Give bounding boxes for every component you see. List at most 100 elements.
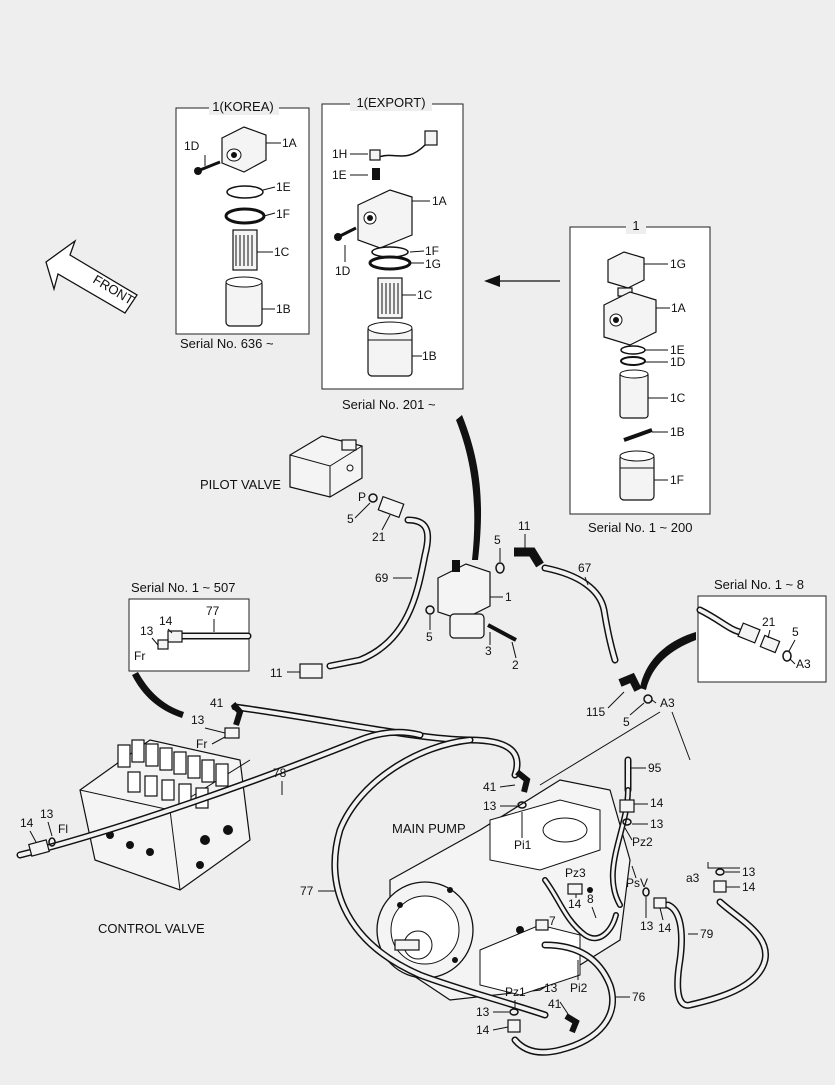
callout-115: 115: [586, 705, 605, 719]
group-export: 1(EXPORT): [321, 95, 464, 412]
callout-5-right: 5: [623, 715, 630, 729]
callout-13-a3: 13: [742, 865, 756, 879]
callout-Fr-left: Fr: [196, 737, 207, 751]
label-1F-base: 1F: [670, 473, 684, 487]
solenoid-coil-base: [603, 291, 657, 346]
callout-14-Pz3: 14: [568, 897, 582, 911]
pilot-valve-label: PILOT VALVE: [200, 477, 281, 492]
callout-5-left: 5: [426, 630, 433, 644]
label-1A-export: 1A: [432, 194, 447, 208]
callout-41-pump: 41: [483, 780, 497, 794]
callout-14-a3: 14: [742, 880, 756, 894]
callout-11-pilot: 11: [270, 666, 283, 680]
detail-left-77: 77: [206, 604, 220, 618]
callout-A3: A3: [660, 696, 675, 710]
label-1G-base: 1G: [670, 257, 686, 271]
callout-13-Fl: 13: [40, 807, 54, 821]
filter-element-korea: [232, 229, 258, 271]
label-1A-korea: 1A: [282, 136, 297, 150]
main-pump: MAIN PUMP: [376, 779, 631, 1001]
label-1E-korea: 1E: [276, 180, 291, 194]
callout-Pz2: Pz2: [632, 835, 653, 849]
label-1C-base: 1C: [670, 391, 686, 405]
callout-P: P: [358, 490, 366, 504]
pointer-left-detail: [132, 672, 184, 718]
serial-base: Serial No. 1 ~ 200: [588, 520, 692, 535]
detail-left: Serial No. 1 ~ 507 77 13 14 Fr: [128, 580, 252, 672]
detail-left-13: 13: [140, 624, 154, 638]
group-export-title: 1(EXPORT): [356, 95, 425, 110]
callout-2: 2: [512, 658, 519, 672]
label-1B-base: 1B: [670, 425, 685, 439]
callout-a3: a3: [686, 871, 700, 885]
callout-41-left: 41: [210, 696, 224, 710]
callout-Fl: Fl: [58, 822, 68, 836]
callout-8: 8: [587, 892, 594, 906]
callout-13-Pz1: 13: [476, 1005, 490, 1019]
filter-bowl-korea: [225, 276, 263, 327]
callout-78: 78: [273, 766, 287, 780]
label-1F-export: 1F: [425, 244, 439, 258]
detail-right-A3: A3: [796, 657, 811, 671]
label-1D-export: 1D: [335, 264, 351, 278]
callout-1-center: 1: [505, 590, 512, 604]
callout-Pz1: Pz1: [505, 985, 526, 999]
detail-right-5: 5: [792, 625, 799, 639]
main-pump-label: MAIN PUMP: [392, 821, 466, 836]
label-1B-export: 1B: [422, 349, 437, 363]
callout-Pi2: Pi2: [570, 981, 588, 995]
label-1F-korea: 1F: [276, 207, 290, 221]
pointer-export: [456, 415, 482, 560]
control-valve-label: CONTROL VALVE: [98, 921, 205, 936]
detail-right-21: 21: [762, 615, 776, 629]
serial-korea: Serial No. 636 ~: [180, 336, 274, 351]
callout-7: 7: [549, 914, 556, 928]
label-1G-export: 1G: [425, 257, 441, 271]
filter-element-base: [619, 369, 649, 419]
screw-icon-export: [334, 226, 357, 241]
serial-export: Serial No. 201 ~: [342, 397, 436, 412]
label-1E-export: 1E: [332, 168, 347, 182]
callout-Pz3: Pz3: [565, 866, 586, 880]
group-korea-title: 1(KOREA): [212, 99, 273, 114]
filter-element-export: [377, 277, 403, 319]
callout-14-Fl: 14: [20, 816, 34, 830]
callout-21-pilot: 21: [372, 530, 386, 544]
label-1D-korea: 1D: [184, 139, 200, 153]
filter-assembly-center: [437, 560, 491, 639]
callout-13-79: 13: [640, 919, 654, 933]
callout-77: 77: [300, 884, 314, 898]
callout-14-pump-top: 14: [650, 796, 664, 810]
filter-bowl-export: [367, 321, 413, 377]
callout-5-top: 5: [494, 533, 501, 547]
pilot-valve: PILOT VALVE: [200, 435, 363, 498]
callout-13-pump: 13: [483, 799, 497, 813]
callout-76: 76: [632, 990, 646, 1004]
label-1B-korea: 1B: [276, 302, 291, 316]
callout-13-bottom: 13: [544, 981, 558, 995]
screw-icon-korea: [194, 160, 221, 175]
screw-icon-base: [623, 428, 653, 442]
callout-41-bottom: 41: [548, 997, 562, 1011]
detail-left-title: Serial No. 1 ~ 507: [131, 580, 235, 595]
filter-bowl-base: [619, 450, 655, 501]
callout-11-top: 11: [518, 519, 531, 533]
solenoid-coil-korea: [221, 126, 267, 173]
label-1A-base: 1A: [671, 301, 686, 315]
group-base-title: 1: [632, 218, 639, 233]
callout-67: 67: [578, 561, 592, 575]
label-1C-export: 1C: [417, 288, 433, 302]
callout-13-left: 13: [191, 713, 205, 727]
callout-79: 79: [700, 927, 714, 941]
detail-right: Serial No. 1 ~ 8 21 5 A3: [696, 577, 827, 683]
label-1E-base: 1E: [670, 343, 685, 357]
callout-3: 3: [485, 644, 492, 658]
detail-left-Fr: Fr: [134, 649, 145, 663]
callout-14-Pz1: 14: [476, 1023, 490, 1037]
detail-right-title: Serial No. 1 ~ 8: [714, 577, 804, 592]
callout-95: 95: [648, 761, 662, 775]
detail-left-14: 14: [159, 614, 173, 628]
callout-14-79: 14: [658, 921, 672, 935]
